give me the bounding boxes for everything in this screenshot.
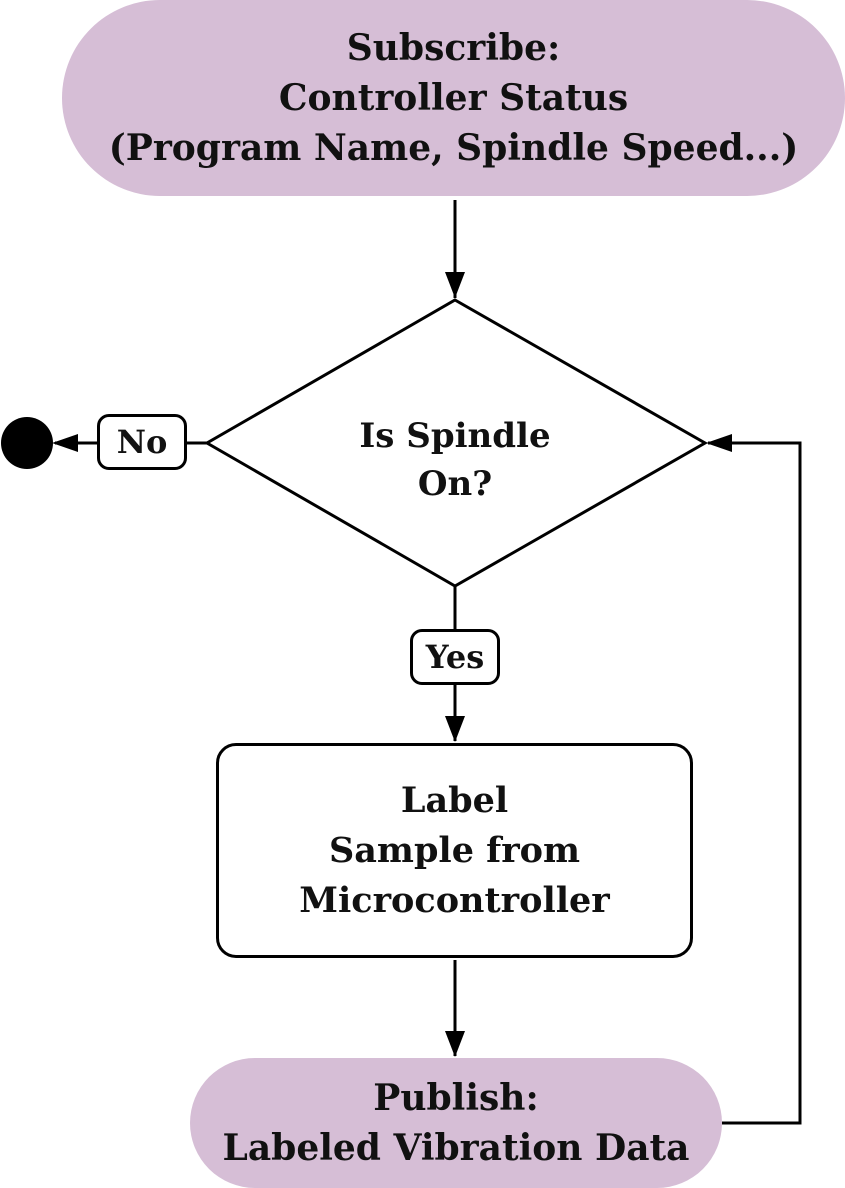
publish-node: Publish: Labeled Vibration Data: [190, 1058, 722, 1188]
decision-node-label: Is Spindle On?: [290, 405, 620, 515]
process-line-1: Label: [400, 779, 509, 821]
publish-title: Publish:: [373, 1077, 539, 1119]
loop-back-line: [708, 441, 802, 1125]
process-line-2: Sample from: [328, 829, 581, 871]
process-node: Label Sample from Microcontroller: [216, 743, 693, 958]
decision-line-2: On?: [417, 464, 493, 504]
subscribe-topic: Controller Status: [278, 77, 629, 119]
end-node: [1, 417, 53, 469]
subscribe-title: Subscribe:: [346, 27, 561, 69]
subscribe-node: Subscribe: Controller Status (Program Na…: [62, 0, 845, 196]
publish-topic: Labeled Vibration Data: [222, 1127, 690, 1169]
yes-branch-label: Yes: [410, 629, 500, 685]
decision-line-1: Is Spindle: [359, 416, 551, 456]
subscribe-detail: (Program Name, Spindle Speed...): [108, 127, 799, 169]
no-branch-label: No: [97, 414, 187, 470]
process-line-3: Microcontroller: [299, 879, 610, 921]
